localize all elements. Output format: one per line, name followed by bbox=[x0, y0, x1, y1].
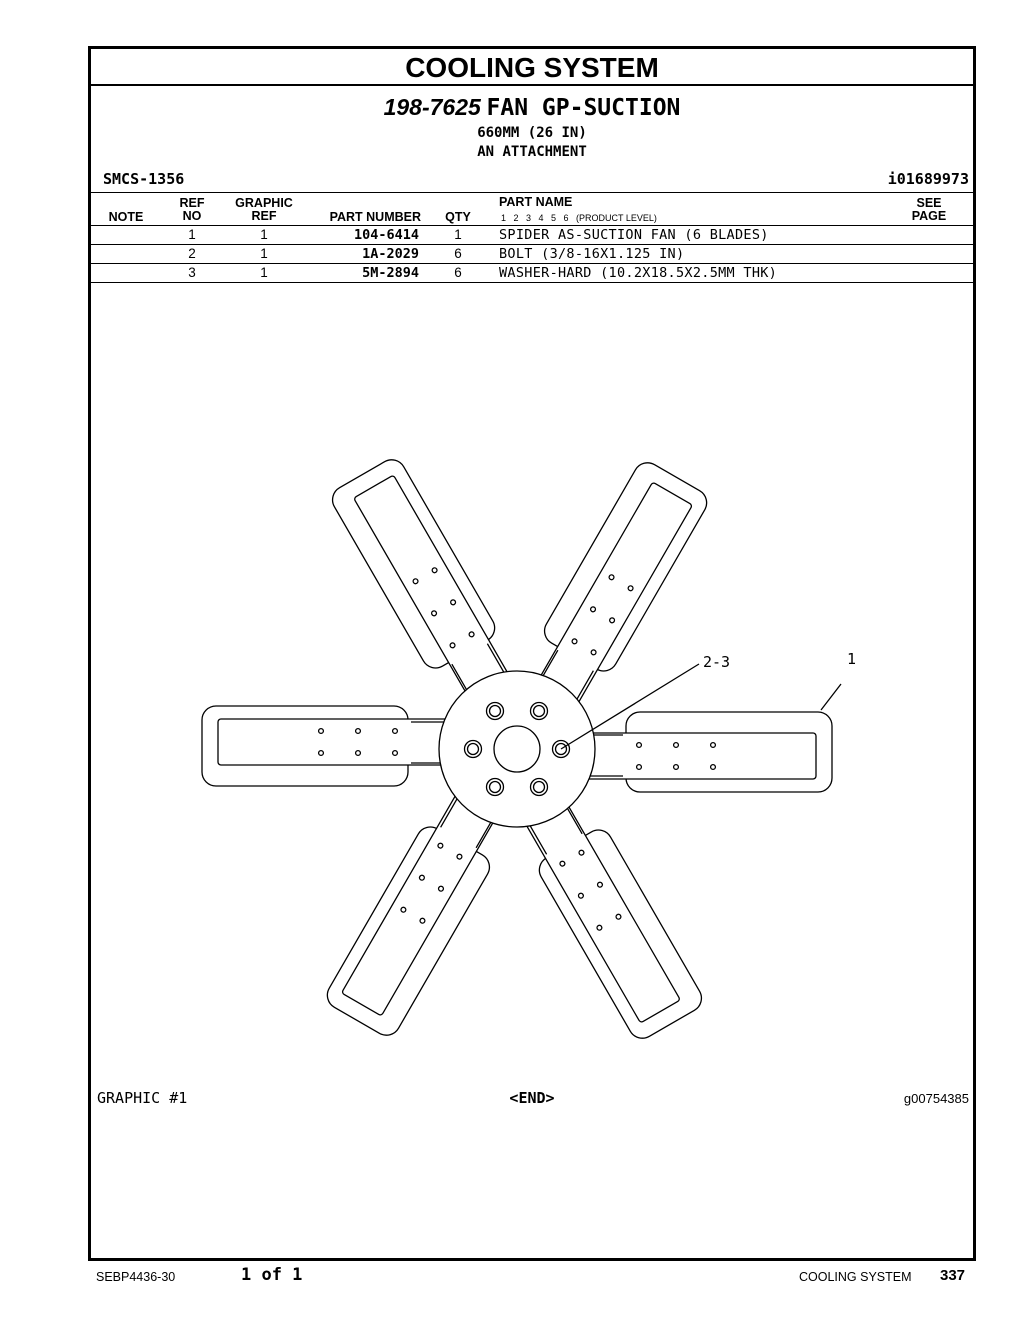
footer-page-count: 1 of 1 bbox=[241, 1265, 303, 1285]
col-header-product-levels: 1 2 3 4 5 6 (PRODUCT LEVEL) bbox=[501, 213, 657, 223]
table-row: 2 1 1A-2029 6 BOLT (3/8-16X1.125 IN) bbox=[91, 244, 973, 263]
fan-blade-1 bbox=[514, 782, 703, 1039]
cell-graphic-ref: 1 bbox=[260, 265, 268, 280]
cell-part-number[interactable]: 104-6414 bbox=[353, 227, 419, 243]
cell-ref-no: 2 bbox=[188, 246, 196, 261]
group-title: 198-7625 FAN GP-SUCTION bbox=[91, 93, 973, 122]
parts-table: 1 1 104-6414 1 SPIDER AS-SUCTION FAN (6 … bbox=[91, 225, 973, 283]
cell-qty: 6 bbox=[454, 246, 462, 261]
fan-blade-3 bbox=[201, 705, 471, 787]
cell-part-number[interactable]: 5M-2894 bbox=[362, 265, 419, 281]
callout-bolts: 2-3 bbox=[703, 653, 730, 671]
cell-graphic-ref: 1 bbox=[260, 227, 268, 242]
cell-graphic-ref: 1 bbox=[260, 246, 268, 261]
col-header-graphic-line1: GRAPHIC bbox=[235, 196, 293, 210]
fan-blade-0 bbox=[563, 711, 833, 793]
footer-section-name: COOLING SYSTEM bbox=[799, 1270, 912, 1284]
cell-qty: 6 bbox=[454, 265, 462, 280]
footer-page-number: 337 bbox=[940, 1267, 966, 1284]
document-id: i01689973 bbox=[887, 170, 969, 188]
graphic-label: GRAPHIC #1 bbox=[97, 1089, 188, 1107]
table-row: 3 1 5M-2894 6 WASHER-HARD (10.2X18.5X2.5… bbox=[91, 263, 973, 283]
col-header-graphic-ref: GRAPHIC REF bbox=[227, 197, 301, 223]
table-row: 1 1 104-6414 1 SPIDER AS-SUCTION FAN (6 … bbox=[91, 225, 973, 244]
callout-spider: 1 bbox=[847, 650, 856, 668]
end-marker: <END> bbox=[509, 1089, 555, 1107]
cell-ref-no: 3 bbox=[188, 265, 196, 280]
bolt-circle bbox=[463, 701, 571, 797]
callout-leader-spider bbox=[820, 683, 842, 711]
section-title: COOLING SYSTEM bbox=[405, 52, 659, 83]
cell-part-name: WASHER-HARD (10.2X18.5X2.5MM THK) bbox=[499, 265, 778, 281]
col-header-ref-line1: REF bbox=[179, 196, 205, 210]
col-header-see-line2: PAGE bbox=[911, 209, 947, 223]
col-header-part-name: PART NAME bbox=[499, 195, 573, 209]
col-header-see-line1: SEE bbox=[916, 196, 942, 210]
cell-part-name: BOLT (3/8-16X1.125 IN) bbox=[499, 246, 685, 262]
group-name: FAN GP-SUCTION bbox=[486, 95, 681, 121]
title-divider bbox=[91, 84, 973, 86]
fan-blade-2 bbox=[326, 775, 507, 1036]
fan-illustration: 2-3 1 bbox=[201, 459, 856, 1039]
group-subtitle-type: AN ATTACHMENT bbox=[477, 144, 587, 160]
col-header-graphic-line2: REF bbox=[251, 209, 277, 223]
col-header-see-page: SEE PAGE bbox=[899, 197, 959, 223]
cell-part-name: SPIDER AS-SUCTION FAN (6 BLADES) bbox=[499, 227, 769, 243]
col-header-note: NOTE bbox=[108, 210, 144, 224]
smcs-code: SMCS-1356 bbox=[103, 170, 185, 188]
cell-ref-no: 1 bbox=[188, 227, 196, 242]
page-frame: COOLING SYSTEM 198-7625 FAN GP-SUCTION 6… bbox=[88, 46, 976, 1261]
cell-qty: 1 bbox=[454, 227, 462, 242]
hub-bore bbox=[493, 725, 541, 773]
group-subtitle-size: 660MM (26 IN) bbox=[477, 125, 587, 141]
footer-document-number: SEBP4436-30 bbox=[96, 1270, 176, 1284]
callout-leader-bolts bbox=[560, 663, 700, 750]
col-header-ref-line2: NO bbox=[182, 209, 202, 223]
col-header-ref-no: REF NO bbox=[165, 197, 219, 223]
col-header-part-number: PART NUMBER bbox=[329, 210, 421, 224]
cell-part-number[interactable]: 1A-2029 bbox=[362, 246, 419, 262]
graphic-id: g00754385 bbox=[903, 1091, 969, 1106]
col-header-qty: QTY bbox=[445, 210, 471, 224]
header-divider bbox=[91, 192, 973, 193]
group-part-number: 198-7625 bbox=[383, 94, 481, 120]
